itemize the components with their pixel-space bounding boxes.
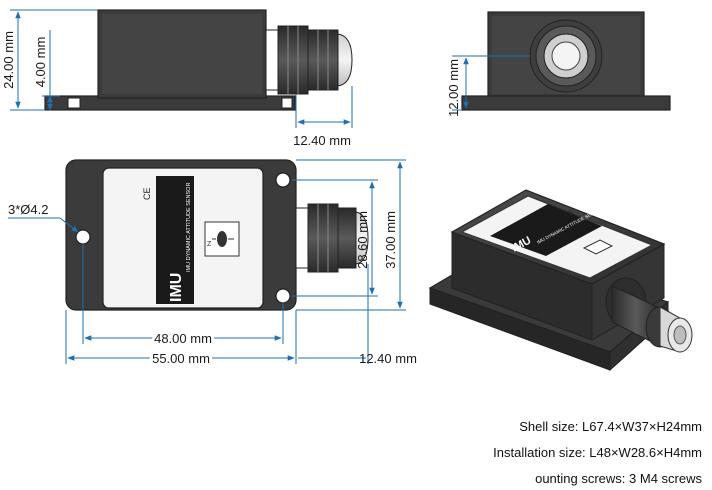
dim-front-gland-height: 12.00 mm (446, 59, 461, 117)
dim-side-gland-length: 12.40 mm (293, 133, 351, 148)
dim-side-height-total: 24.00 mm (1, 31, 16, 89)
spec-list: Shell size: L67.4×W37×H24mm Installation… (493, 419, 702, 486)
spec-mounting-screws: ounting screws: 3 M4 screws (535, 471, 702, 486)
label-stripe (156, 176, 194, 304)
dim-side-height-base: 4.00 mm (33, 37, 48, 88)
iso-axis-icon (582, 239, 614, 255)
dim-top-total-width: 55.00 mm (152, 351, 210, 366)
side-view-cable-gland (265, 25, 353, 95)
front-view-cable-gland (529, 19, 603, 93)
spec-shell-size: Shell size: L67.4×W37×H24mm (519, 419, 702, 434)
iso-cable-gland (605, 277, 693, 353)
label-brand: IMU (168, 273, 185, 302)
side-view: 24.00 mm 4.00 mm 12.40 mm (1, 9, 353, 148)
side-view-stud (281, 97, 293, 109)
top-view: IMU IMU DYNAMIC ATTITUDE SENSOR CE Z 3*Ø… (8, 159, 417, 369)
dim-top-install-height: 28.60 mm (355, 211, 370, 269)
axis-label-z: Z (207, 241, 212, 248)
side-view-housing-face (102, 14, 262, 94)
ce-mark: CE (142, 187, 152, 200)
dim-top-install-width: 48.00 mm (154, 331, 212, 346)
dim-hole-callout: 3*Ø4.2 (8, 202, 48, 217)
side-view-stud (67, 97, 81, 109)
spec-installation-size: Installation size: L48×W28.6×H4mm (493, 445, 702, 460)
front-view: 12.00 mm (446, 11, 671, 117)
mounting-hole (275, 172, 291, 188)
iso-label-stripe (490, 204, 602, 256)
dim-top-total-height: 37.00 mm (383, 211, 398, 269)
iso-ce-mark: CE (564, 209, 576, 220)
mounting-hole (75, 229, 91, 245)
label-subtitle: IMU DYNAMIC ATTITUDE SENSOR (186, 183, 192, 272)
top-view-cable-gland (295, 203, 369, 273)
leader-line (59, 217, 79, 233)
isometric-view: IMU IMU DYNAMIC ATTITUDE SENSOR CE (428, 189, 693, 372)
axis-icon: Z (204, 221, 240, 257)
dim-top-gland-length: 12.40 mm (359, 351, 417, 366)
front-view-base-flange (461, 95, 671, 111)
mounting-hole (275, 288, 291, 304)
